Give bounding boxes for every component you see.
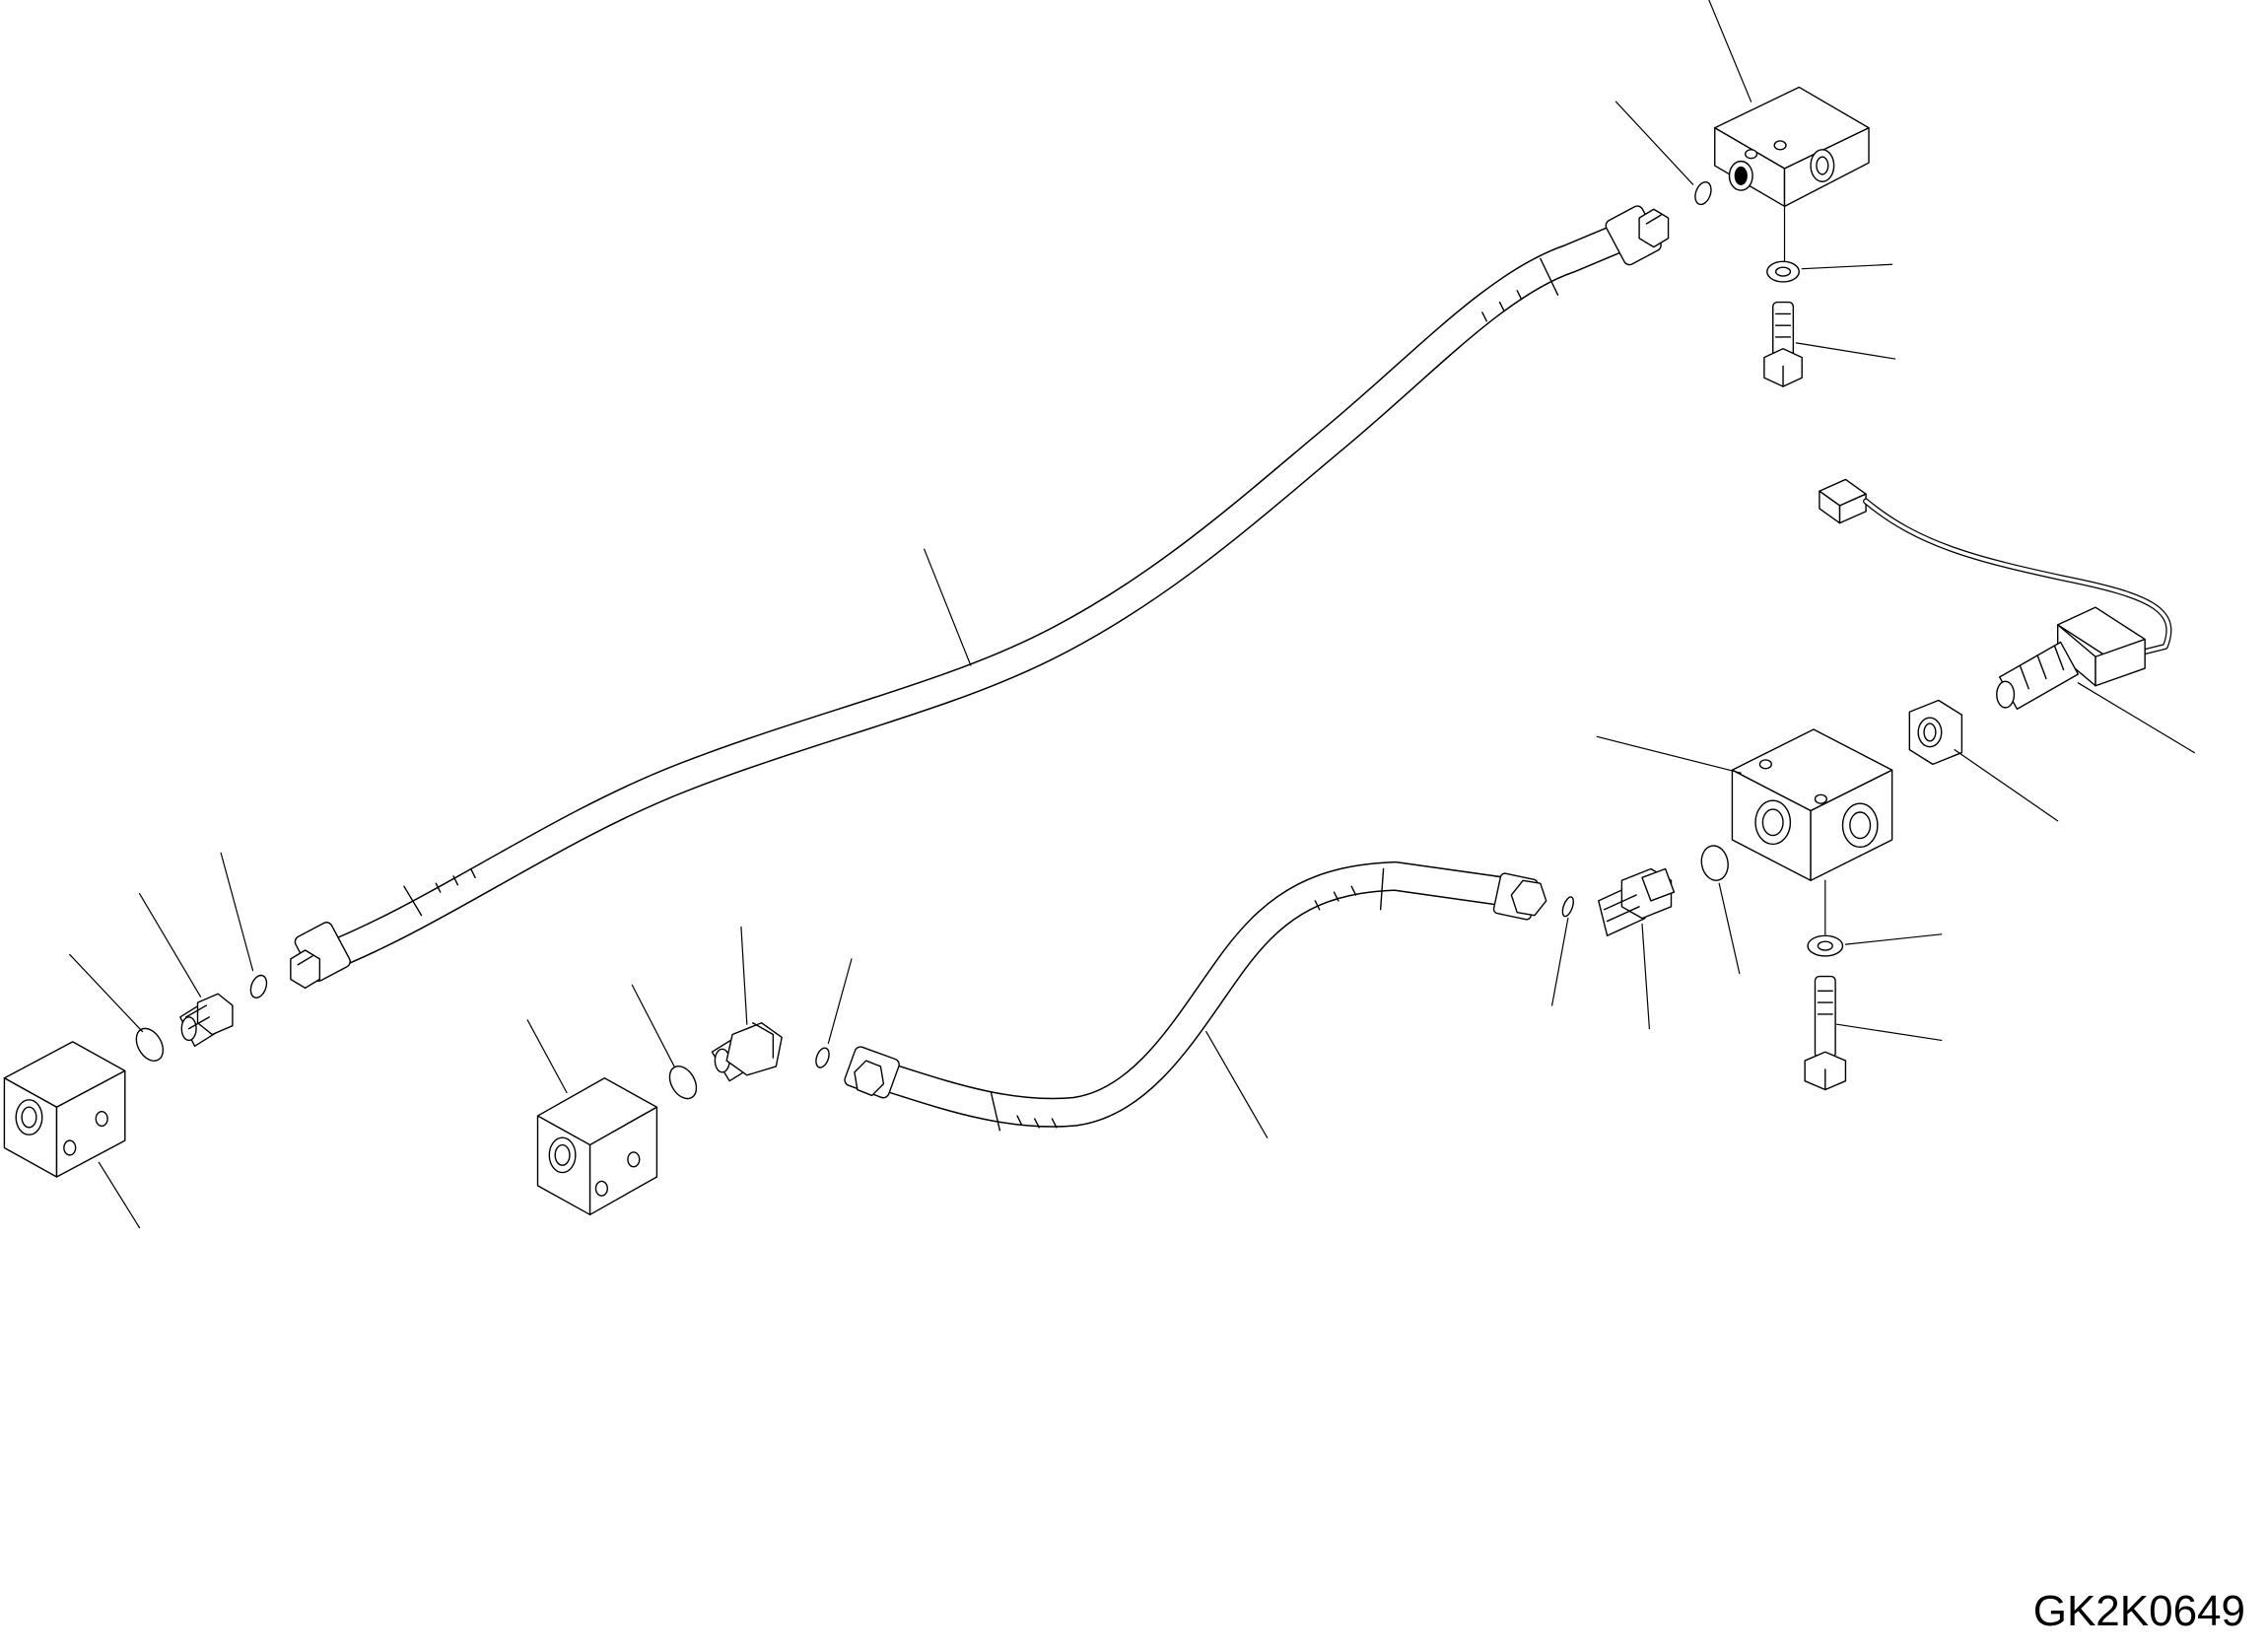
drawing-id: GK2K0649 <box>2032 1587 2245 1635</box>
hose-long-end-left <box>291 921 352 989</box>
straight-adapter <box>180 994 233 1046</box>
washer-mid <box>1808 935 1842 956</box>
hose-short <box>843 868 1546 1130</box>
bolt-mid <box>1805 977 1845 1090</box>
hose-long <box>291 204 1669 988</box>
block-top-right <box>1715 87 1869 206</box>
block-bottom-center <box>538 1078 657 1215</box>
block-mid-right <box>1732 729 1891 880</box>
washer-top <box>1767 261 1799 282</box>
bolt-top <box>1764 303 1802 386</box>
elbow-adapter-right <box>1599 868 1675 935</box>
hose-short-end-right <box>1493 872 1546 920</box>
elbow-adapter-left <box>712 1023 782 1081</box>
o-rings <box>131 179 1731 1103</box>
hose-long-end-right <box>1604 204 1668 267</box>
sensor <box>1820 479 2169 709</box>
nut <box>1909 700 1961 764</box>
block-bottom-left <box>4 1042 124 1177</box>
leader-lines <box>70 0 2195 1228</box>
hose-short-end-left <box>843 1045 900 1099</box>
